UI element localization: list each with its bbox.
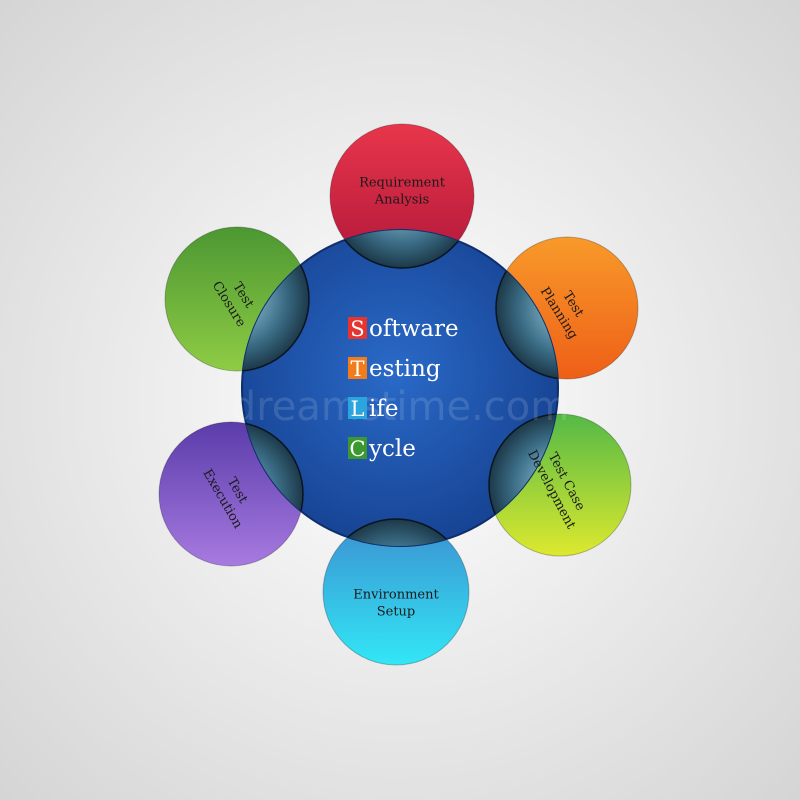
title-initial-letter: L bbox=[351, 397, 365, 421]
title-initial-letter: S bbox=[350, 317, 364, 341]
title-word-rest: ycle bbox=[368, 436, 416, 462]
phase-label-line: Setup bbox=[377, 605, 416, 620]
title-word-rest: oftware bbox=[369, 316, 459, 342]
phase-label-line: Analysis bbox=[374, 193, 430, 208]
phase-label-line: Requirement bbox=[359, 176, 446, 191]
title-word-rest: esting bbox=[369, 356, 441, 382]
title-word-rest: ife bbox=[369, 396, 398, 422]
title-initial-letter: T bbox=[350, 357, 364, 381]
title-initial-letter: C bbox=[349, 437, 365, 461]
phase-label-line: Environment bbox=[353, 588, 439, 603]
overlap-lens-environment-setup bbox=[322, 518, 470, 546]
phase-circles bbox=[158, 123, 639, 666]
title-initial-box bbox=[348, 317, 367, 339]
title-initial-box bbox=[348, 437, 367, 459]
title-initial-box bbox=[348, 357, 367, 379]
title-initial-box bbox=[348, 397, 367, 419]
watermark-text: dreamstime.com bbox=[231, 384, 569, 430]
